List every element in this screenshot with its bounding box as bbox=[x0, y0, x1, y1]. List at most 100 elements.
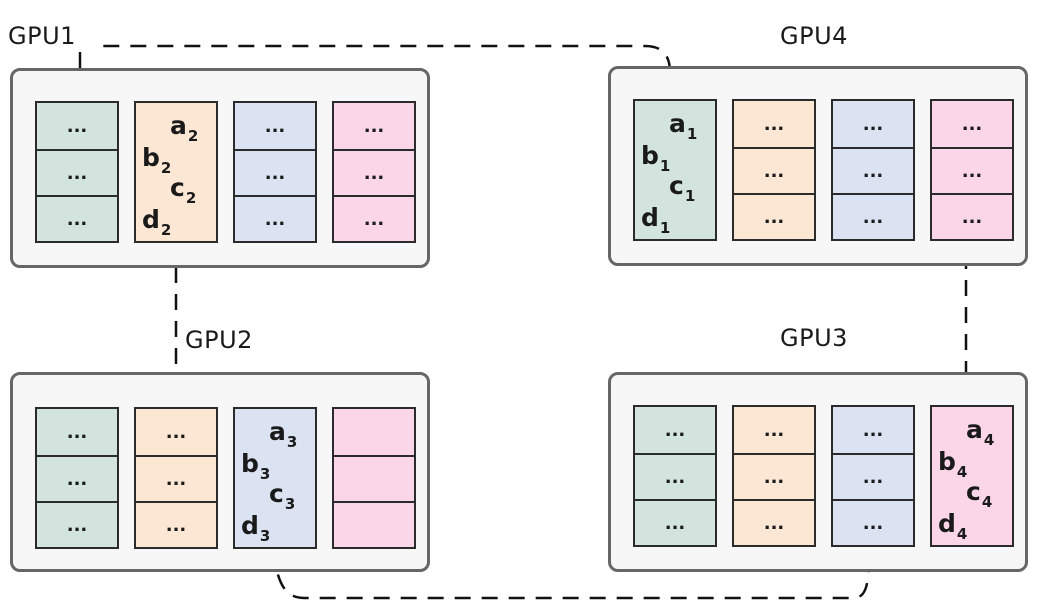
symbol-subscript: 1 bbox=[659, 157, 671, 175]
symbol-letter: c bbox=[669, 171, 684, 200]
symbol-subscript: 3 bbox=[286, 433, 298, 451]
symbol-b4: b4 bbox=[938, 447, 967, 480]
symbol-subscript: 3 bbox=[259, 465, 271, 483]
block-cell: ... bbox=[165, 421, 187, 443]
gpu4-column-4: ......... bbox=[930, 99, 1014, 241]
symbol-d4: d4 bbox=[938, 509, 967, 542]
block-cell: ... bbox=[66, 115, 88, 137]
symbol-letter: d bbox=[938, 509, 956, 538]
symbol-letter: b bbox=[142, 143, 160, 172]
symbol-subscript: 2 bbox=[160, 221, 172, 239]
symbol-subscript: 1 bbox=[659, 219, 671, 237]
block-cell: ... bbox=[932, 193, 1012, 239]
gpu3-column-3: ......... bbox=[831, 405, 915, 547]
gpu4-column-2: ......... bbox=[732, 99, 816, 241]
gpu1-column-1: ......... bbox=[35, 101, 119, 243]
block-cell: ... bbox=[734, 499, 814, 545]
block-cell: ... bbox=[37, 195, 117, 241]
block-cell: ... bbox=[833, 453, 913, 499]
block-cell: ... bbox=[635, 453, 715, 499]
gpu2-label: GPU2 bbox=[185, 326, 253, 354]
block-cell: ... bbox=[932, 147, 1012, 193]
block-cell: ... bbox=[763, 419, 785, 441]
symbol-c1: c1 bbox=[669, 171, 695, 204]
block-cell: ... bbox=[734, 193, 814, 239]
block-cell: ... bbox=[235, 195, 315, 241]
symbol-letter: b bbox=[938, 447, 956, 476]
block-cell: ... bbox=[664, 419, 686, 441]
symbol-subscript: 2 bbox=[160, 159, 172, 177]
symbol-letter: c bbox=[269, 479, 284, 508]
gpu3-column-1: ......... bbox=[633, 405, 717, 547]
block-cell: ... bbox=[334, 149, 414, 195]
symbol-letter: b bbox=[641, 141, 659, 170]
block-cell: ... bbox=[833, 147, 913, 193]
block-cell: ... bbox=[734, 147, 814, 193]
symbol-subscript: 4 bbox=[956, 525, 968, 543]
symbol-a1: a1 bbox=[669, 109, 697, 142]
gpu1-label: GPU1 bbox=[8, 22, 76, 50]
symbol-a4: a4 bbox=[966, 415, 994, 448]
symbol-d2: d2 bbox=[142, 205, 171, 238]
gpu2-column-1: ......... bbox=[35, 407, 119, 549]
block-cell: ... bbox=[862, 113, 884, 135]
block-cell: ... bbox=[136, 455, 216, 501]
symbol-c3: c3 bbox=[269, 479, 295, 512]
symbol-letter: c bbox=[966, 477, 981, 506]
symbol-c4: c4 bbox=[966, 477, 992, 510]
symbol-d1: d1 bbox=[641, 203, 670, 236]
block-cell: ... bbox=[862, 419, 884, 441]
symbol-a3: a3 bbox=[269, 417, 297, 450]
block-cell: ... bbox=[37, 455, 117, 501]
block-cell: ... bbox=[334, 195, 414, 241]
block-cell: ... bbox=[833, 499, 913, 545]
gpu2-column-2: ......... bbox=[134, 407, 218, 549]
symbol-subscript: 4 bbox=[983, 431, 995, 449]
symbol-b3: b3 bbox=[241, 449, 270, 482]
block-cell: ... bbox=[961, 113, 983, 135]
block-cell: ... bbox=[37, 149, 117, 195]
symbol-letter: d bbox=[241, 511, 259, 540]
symbol-subscript: 4 bbox=[956, 463, 968, 481]
symbol-letter: a bbox=[966, 415, 983, 444]
symbol-subscript: 3 bbox=[284, 495, 296, 513]
symbol-a2: a2 bbox=[170, 111, 198, 144]
gpu4-column-3: ......... bbox=[831, 99, 915, 241]
gpu4-label: GPU4 bbox=[780, 22, 848, 50]
block-cell: ... bbox=[833, 193, 913, 239]
block-cell: ... bbox=[734, 453, 814, 499]
block-cell: ... bbox=[136, 501, 216, 547]
symbol-letter: d bbox=[641, 203, 659, 232]
symbol-subscript: 3 bbox=[259, 527, 271, 545]
gpu3-column-2: ......... bbox=[732, 405, 816, 547]
block-cell: ... bbox=[37, 501, 117, 547]
symbol-b2: b2 bbox=[142, 143, 171, 176]
symbol-letter: a bbox=[170, 111, 187, 140]
symbol-subscript: 2 bbox=[185, 189, 197, 207]
block-cell: ... bbox=[235, 149, 315, 195]
gpu1-column-3: ......... bbox=[233, 101, 317, 243]
block-cell bbox=[334, 455, 414, 501]
gpu3-label: GPU3 bbox=[780, 324, 848, 352]
symbol-letter: d bbox=[142, 205, 160, 234]
symbol-letter: a bbox=[269, 417, 286, 446]
symbol-subscript: 1 bbox=[684, 187, 696, 205]
symbol-subscript: 1 bbox=[686, 125, 698, 143]
symbol-letter: b bbox=[241, 449, 259, 478]
symbol-b1: b1 bbox=[641, 141, 670, 174]
symbol-subscript: 4 bbox=[981, 493, 993, 511]
block-cell bbox=[334, 501, 414, 547]
symbol-letter: a bbox=[669, 109, 686, 138]
block-cell: ... bbox=[635, 499, 715, 545]
symbol-d3: d3 bbox=[241, 511, 270, 544]
block-cell: ... bbox=[264, 115, 286, 137]
symbol-c2: c2 bbox=[170, 175, 196, 206]
gpu1-column-4: ......... bbox=[332, 101, 416, 243]
